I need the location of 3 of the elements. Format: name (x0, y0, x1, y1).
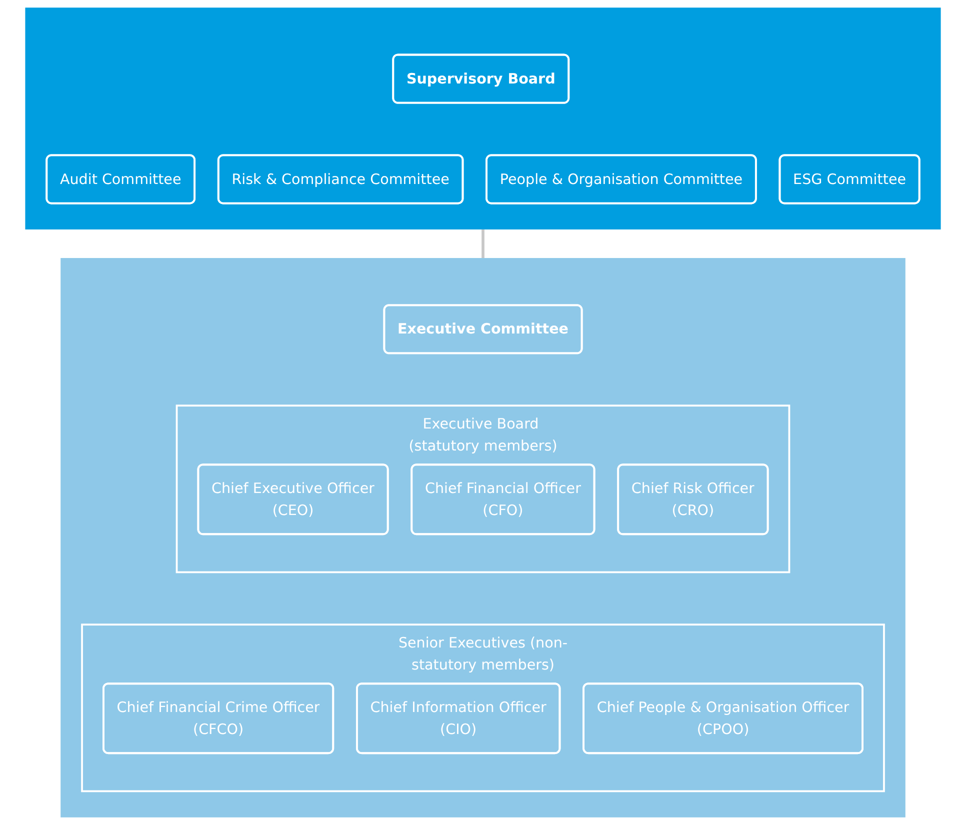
cluster (25, 8, 941, 230)
connector (482, 229, 484, 258)
cluster (60, 258, 906, 818)
